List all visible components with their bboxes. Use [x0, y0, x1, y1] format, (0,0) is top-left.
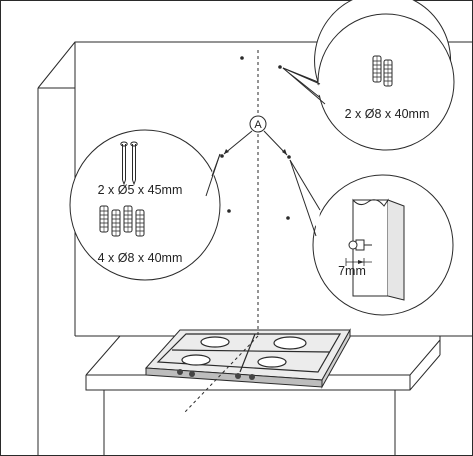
- left-screws-label: 2 x Ø5 x 45mm: [98, 183, 183, 197]
- drill-marks: [220, 56, 291, 220]
- callout-left: 2 x Ø5 x 45mm 4 x Ø8 x 40mm: [69, 129, 221, 281]
- callout-top-right: 2 x Ø8 x 40mm: [282, 0, 455, 151]
- gas-hob: [144, 328, 351, 389]
- screw-icon: [348, 239, 372, 251]
- callout-detail: 7mm: [289, 159, 454, 316]
- marker-a: A: [223, 115, 288, 156]
- clearance-label: 7mm: [338, 264, 366, 278]
- marker-a-label: A: [254, 119, 262, 131]
- top-right-callout-label: 2 x Ø8 x 40mm: [345, 107, 430, 121]
- left-plugs-label: 4 x Ø8 x 40mm: [98, 251, 183, 265]
